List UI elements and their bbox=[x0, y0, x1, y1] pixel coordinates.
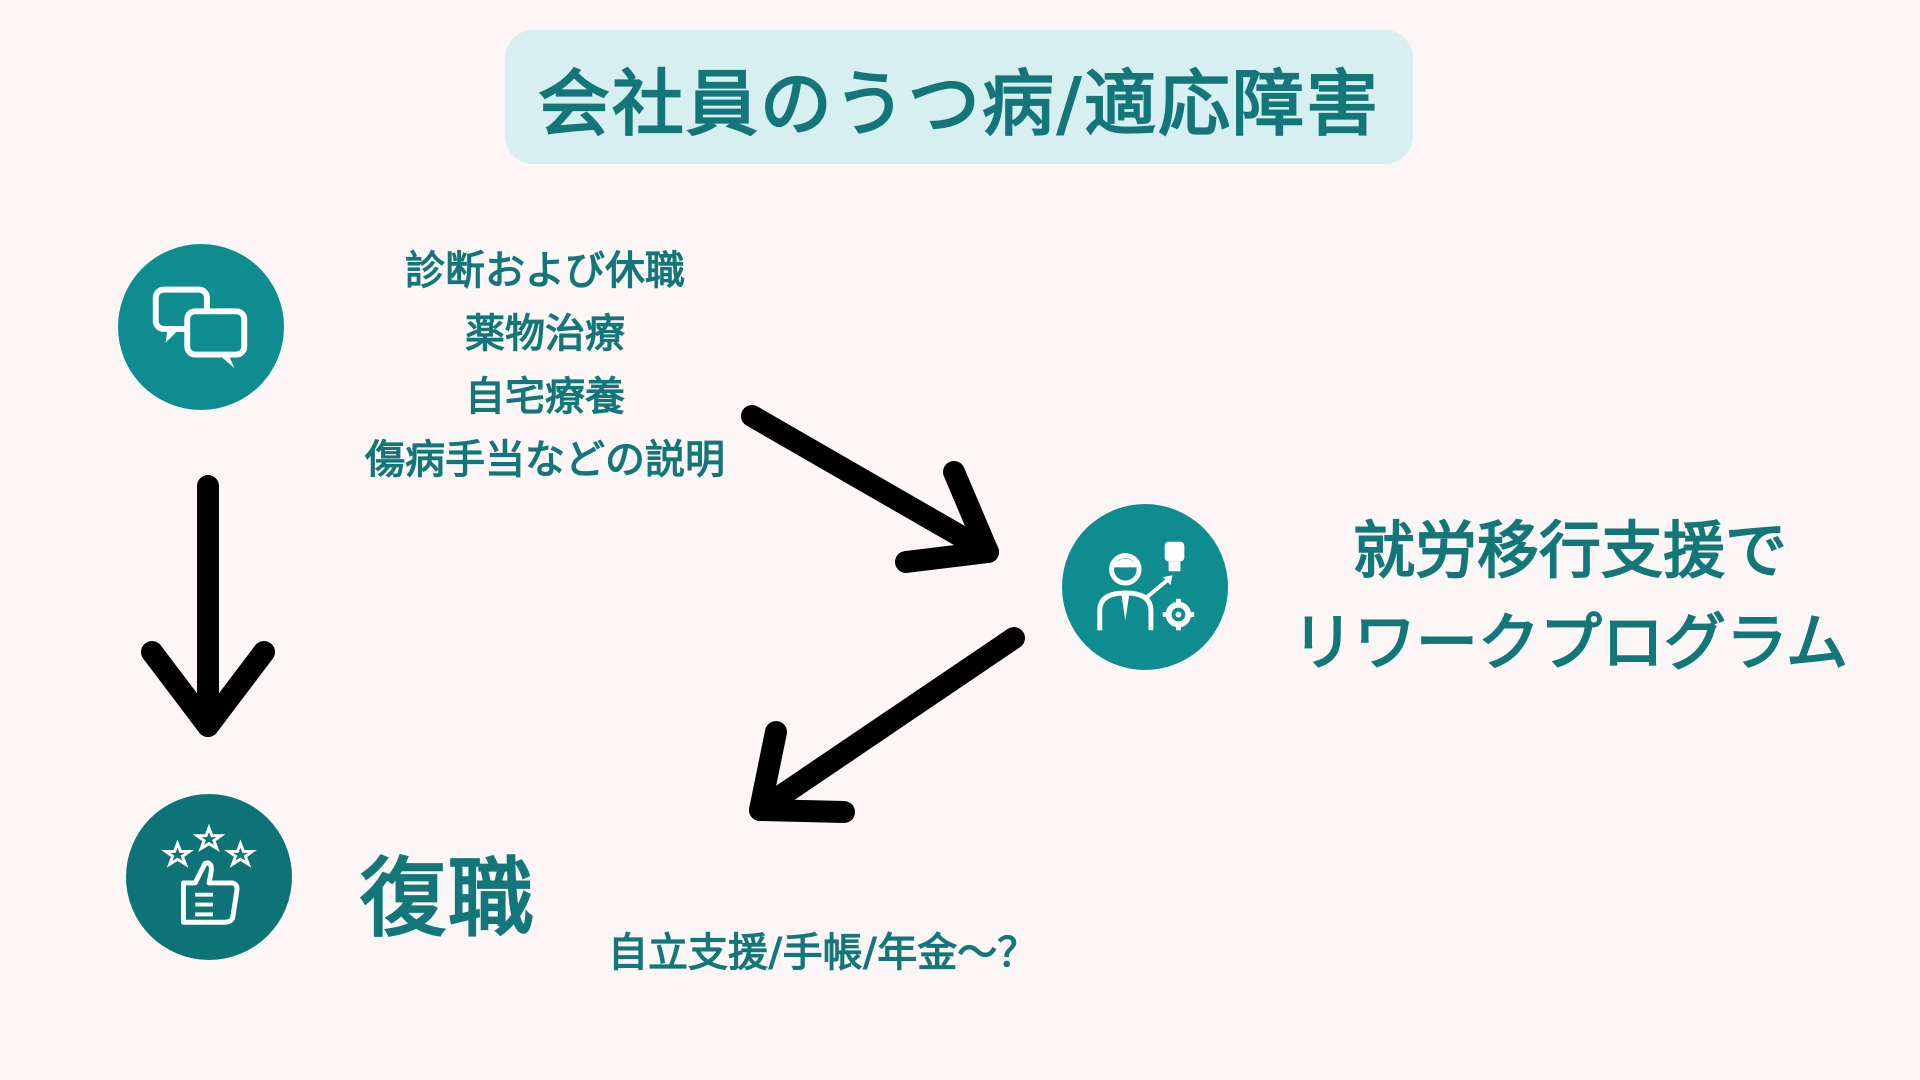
note-label: 自立支援/手帳/年金～？ bbox=[608, 930, 1038, 976]
arrow-to-program bbox=[741, 405, 999, 573]
page-title: 会社員のうつ病/適応障害 bbox=[537, 61, 1381, 146]
step-list: 診断および休職 薬物治療 自宅療養 傷病手当などの説明 bbox=[330, 240, 760, 492]
thumbs-up-with-stars-icon bbox=[161, 823, 257, 925]
step-item: 薬物治療 bbox=[465, 311, 625, 357]
arrow-to-return bbox=[749, 627, 1025, 823]
step-item: 自宅療養 bbox=[465, 374, 625, 420]
program-label: 就労移行支援で リワークプログラム bbox=[1250, 505, 1890, 689]
title-box: 会社員のうつ病/適応障害 bbox=[505, 30, 1413, 164]
return-to-work-label: 復職 bbox=[360, 849, 536, 949]
step-item: 診断および休職 bbox=[405, 248, 685, 294]
success-circle bbox=[126, 794, 292, 960]
speech-bubbles-icon bbox=[152, 286, 248, 369]
arrow-down bbox=[141, 475, 275, 737]
consult-circle bbox=[118, 244, 284, 410]
person-with-gear-and-fist-icon bbox=[1097, 541, 1195, 631]
step-item: 傷病手当などの説明 bbox=[365, 437, 725, 483]
program-line-1: 就労移行支援で bbox=[1352, 514, 1787, 587]
support-circle bbox=[1062, 504, 1228, 670]
program-line-2: リワークプログラム bbox=[1291, 606, 1849, 679]
